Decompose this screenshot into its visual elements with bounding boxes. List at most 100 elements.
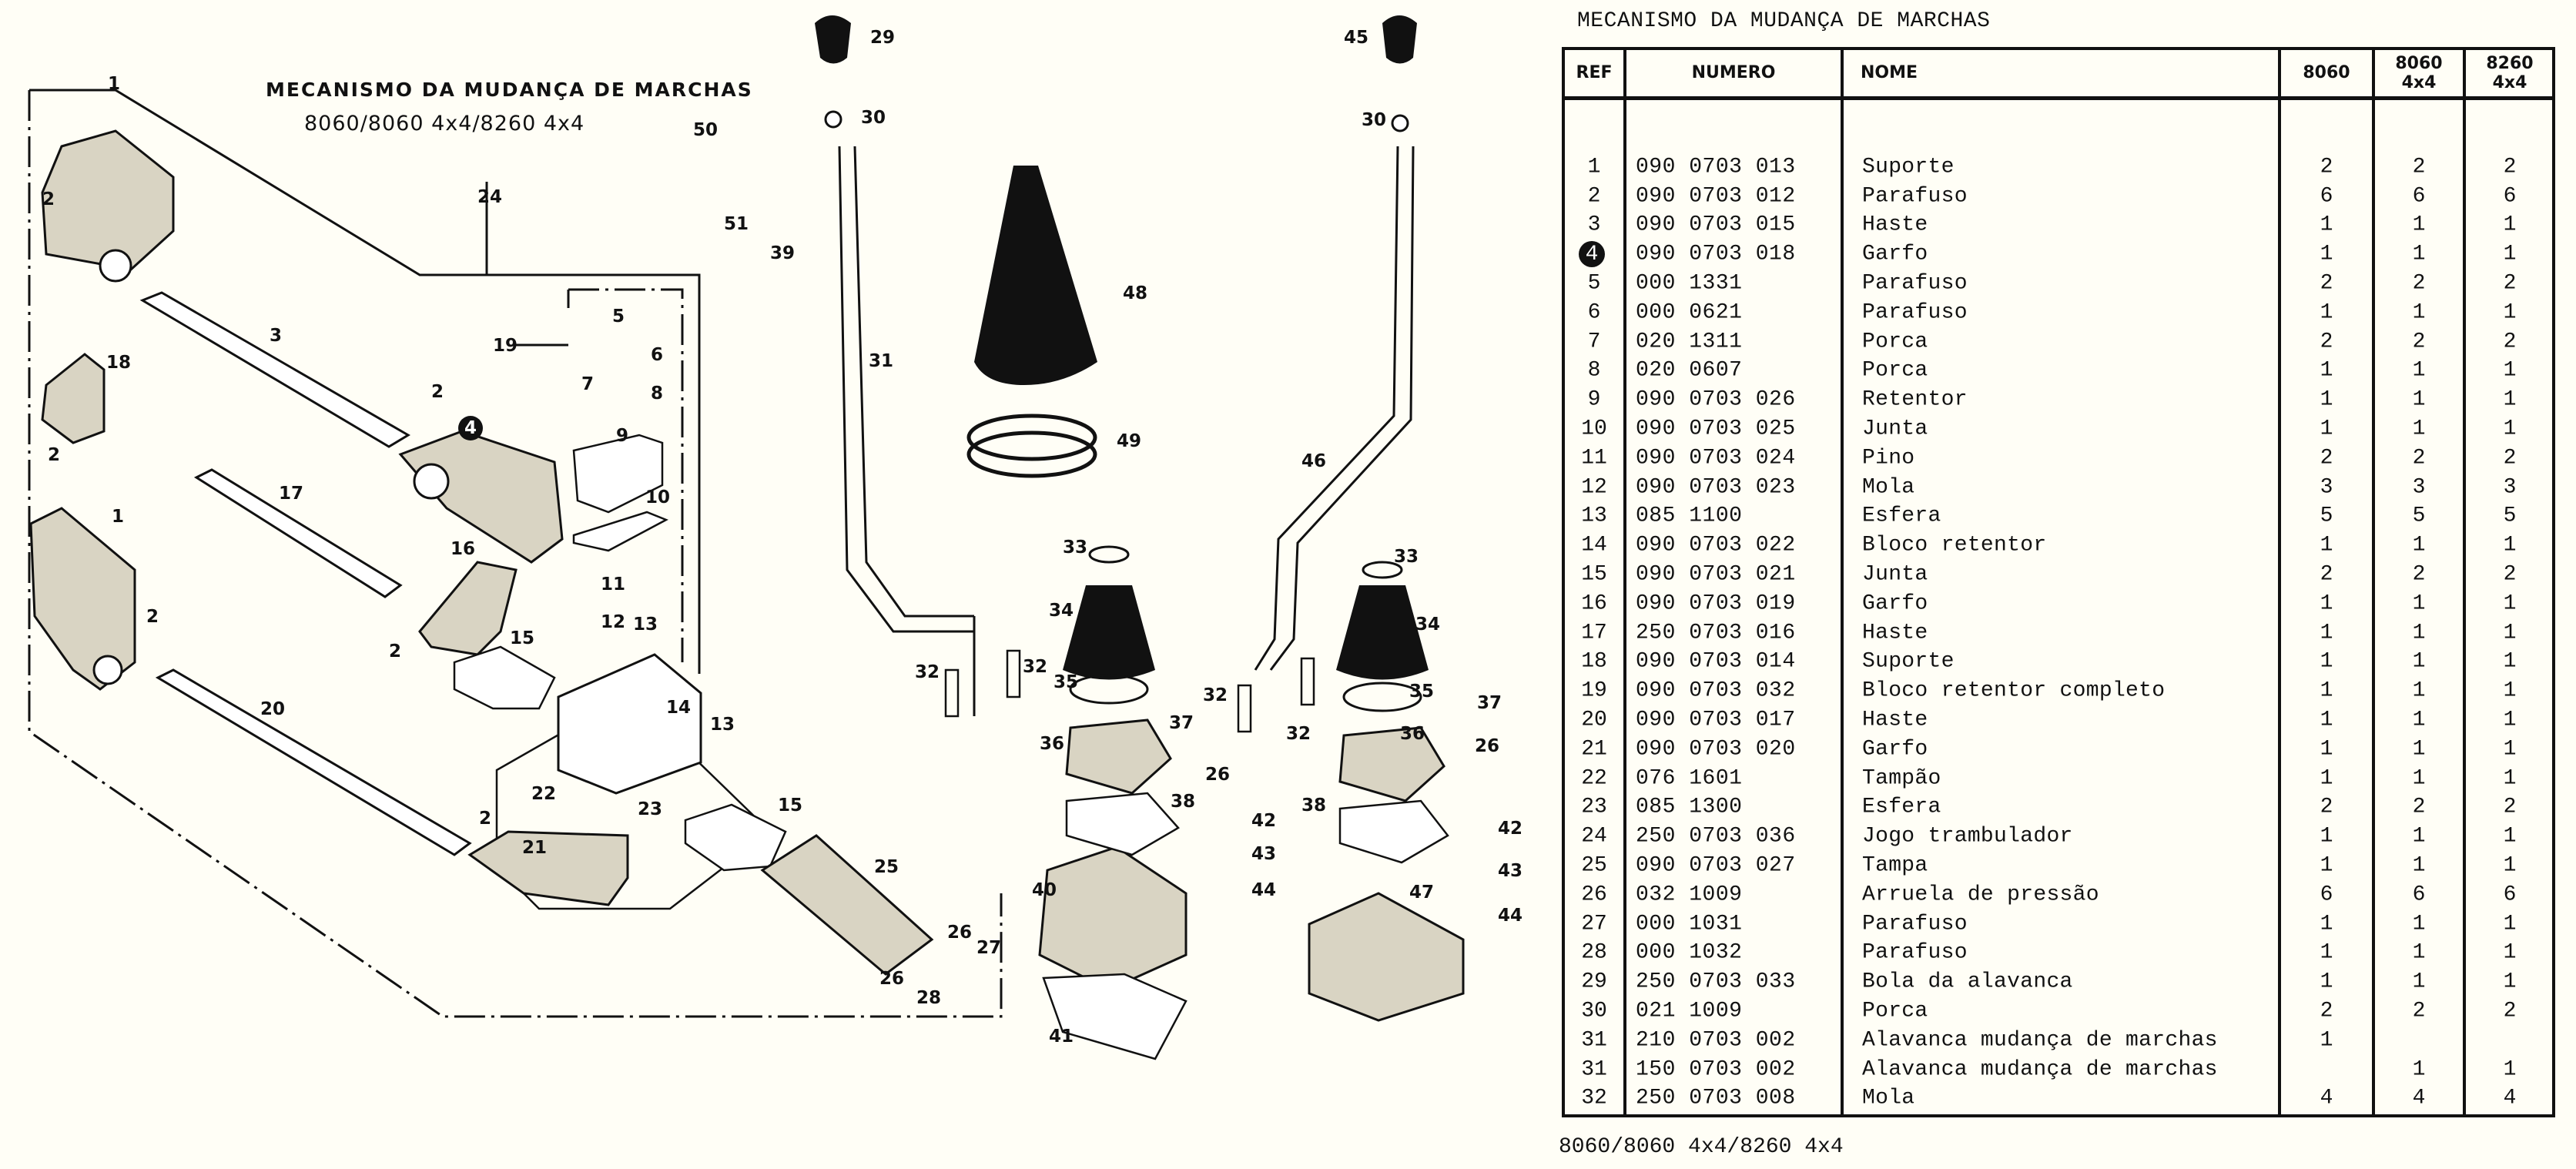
gasket-part-41 xyxy=(1042,973,1188,1060)
diagram-subtitle: 8060/8060 4x4/8260 4x4 xyxy=(304,112,585,136)
qty-8260-4x4-cell: 2 xyxy=(2503,999,2517,1023)
qty-8060-cell: 6 xyxy=(2320,883,2333,907)
nome-cell: Bloco retentor xyxy=(1862,533,2047,558)
qty-8060-cell: 2 xyxy=(2320,155,2333,179)
header-8060: 8060 xyxy=(2303,63,2350,83)
ref-cell: 19 xyxy=(1581,678,1607,703)
callout-44: 44 xyxy=(1251,880,1277,900)
callout-2b: 2 xyxy=(431,382,444,402)
callout-36: 36 xyxy=(1040,734,1065,754)
qty-8260-4x4-cell: 2 xyxy=(2503,330,2517,354)
column-divider xyxy=(2278,50,2281,1114)
header-8060-4x4-line2: 4x4 xyxy=(2401,73,2437,92)
qty-8060-cell: 1 xyxy=(2320,300,2333,325)
qty-8260-4x4-cell: 1 xyxy=(2503,824,2517,849)
callout-2c: 2 xyxy=(48,445,61,465)
callout-13b: 13 xyxy=(710,715,735,735)
callout-18: 18 xyxy=(106,353,132,373)
callout-48: 48 xyxy=(1123,283,1148,303)
numero-cell: 250 0703 016 xyxy=(1636,621,1796,645)
qty-8060-cell: 1 xyxy=(2320,824,2333,849)
qty-8060-4x4-cell: 2 xyxy=(2412,562,2426,587)
qty-8260-4x4-cell: 6 xyxy=(2503,883,2517,907)
qty-8260-4x4-cell: 1 xyxy=(2503,1057,2517,1082)
qty-8060-4x4-cell: 1 xyxy=(2412,824,2426,849)
numero-cell: 250 0703 036 xyxy=(1636,824,1796,849)
callout-1b: 1 xyxy=(112,507,125,527)
qty-8260-4x4-cell: 1 xyxy=(2503,678,2517,703)
ref-cell: 13 xyxy=(1581,504,1607,528)
qty-8060-4x4-cell: 1 xyxy=(2412,912,2426,936)
qty-8260-4x4-cell: 1 xyxy=(2503,649,2517,674)
spring-part-32 xyxy=(944,649,1315,733)
numero-cell: 150 0703 002 xyxy=(1636,1057,1796,1082)
retainer-block-part-14 xyxy=(557,653,702,795)
qty-8060-cell: 1 xyxy=(2320,766,2333,791)
callout-4-highlighted: 4 xyxy=(458,416,483,440)
qty-8060-cell: 1 xyxy=(2320,940,2333,965)
ref-cell: 1 xyxy=(1587,155,1601,179)
callout-2d: 2 xyxy=(146,607,159,627)
qty-8060-4x4-cell: 1 xyxy=(2412,358,2426,383)
qty-8060-cell: 1 xyxy=(2320,533,2333,558)
nome-cell: Porca xyxy=(1862,999,1928,1023)
qty-8060-cell: 1 xyxy=(2320,213,2333,237)
numero-cell: 085 1300 xyxy=(1636,795,1743,819)
numero-cell: 090 0703 017 xyxy=(1636,708,1796,732)
callout-12: 12 xyxy=(601,612,626,632)
nome-cell: Garfo xyxy=(1862,591,1928,616)
callout-3: 3 xyxy=(270,326,283,346)
nome-cell: Parafuso xyxy=(1862,271,1968,296)
callout-34b: 34 xyxy=(1415,615,1441,635)
qty-8060-4x4-cell: 1 xyxy=(2412,591,2426,616)
ref-cell: 12 xyxy=(1581,475,1607,500)
callout-16: 16 xyxy=(451,539,476,559)
ref-cell: 17 xyxy=(1581,621,1607,645)
callout-43b: 43 xyxy=(1498,861,1523,881)
qty-8260-4x4-cell: 2 xyxy=(2503,271,2517,296)
callout-27: 27 xyxy=(976,938,1002,958)
parts-list-footer: 8060/8060 4x4/8260 4x4 xyxy=(1559,1135,1844,1159)
ref-cell: 8 xyxy=(1587,358,1601,383)
qty-8060-cell: 1 xyxy=(2320,358,2333,383)
group-24-frame xyxy=(29,89,701,674)
nome-cell: Bola da alavanca xyxy=(1862,970,2073,994)
callout-14: 14 xyxy=(666,698,692,718)
qty-8060-cell: 1 xyxy=(2320,1028,2333,1053)
ref-cell: 22 xyxy=(1581,766,1607,791)
nome-cell: Parafuso xyxy=(1862,940,1968,965)
callout-29: 29 xyxy=(870,28,896,48)
qty-8060-cell: 1 xyxy=(2320,678,2333,703)
qty-8060-4x4-cell: 1 xyxy=(2412,1057,2426,1082)
callout-26: 26 xyxy=(947,923,973,943)
callout-43: 43 xyxy=(1251,844,1277,864)
qty-8260-4x4-cell: 1 xyxy=(2503,621,2517,645)
nome-cell: Alavanca mudança de marchas xyxy=(1862,1057,2218,1082)
qty-8060-4x4-cell: 6 xyxy=(2412,184,2426,209)
ref-cell: 30 xyxy=(1581,999,1607,1023)
ref-cell: 28 xyxy=(1581,940,1607,965)
knob-part-45 xyxy=(1382,15,1417,132)
ref-cell: 4 xyxy=(1579,241,1605,268)
qty-8260-4x4-cell: 3 xyxy=(2503,475,2517,500)
callout-39: 39 xyxy=(770,243,796,263)
nome-cell: Garfo xyxy=(1862,737,1928,762)
callout-30: 30 xyxy=(861,108,886,128)
numero-cell: 085 1100 xyxy=(1636,504,1743,528)
qty-8060-4x4-cell: 1 xyxy=(2412,242,2426,266)
nome-cell: Junta xyxy=(1862,562,1928,587)
nome-cell: Pino xyxy=(1862,446,1915,471)
numero-cell: 090 0703 012 xyxy=(1636,184,1796,209)
header-numero: NUMERO xyxy=(1691,63,1776,83)
qty-8060-cell: 1 xyxy=(2320,970,2333,994)
